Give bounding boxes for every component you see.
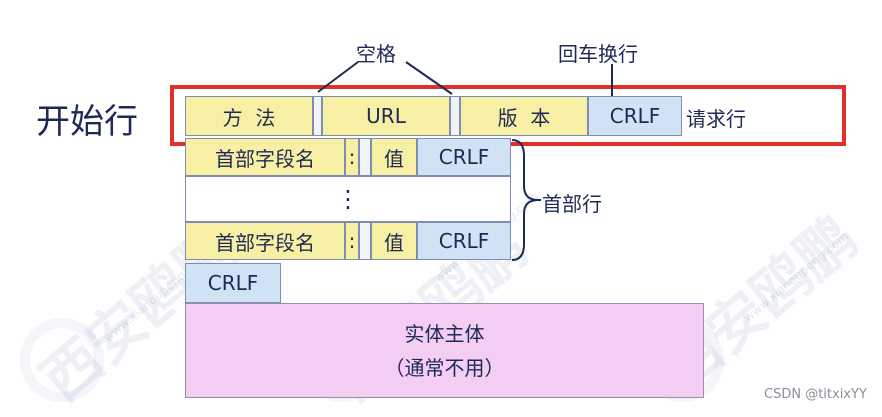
watermark-logo-1 (20, 318, 104, 402)
header-crlf-1: CRLF (417, 138, 511, 176)
header-space-1 (359, 138, 371, 176)
header-ellipsis: ⋮ (336, 185, 360, 213)
header-crlf-2: CRLF (417, 222, 511, 260)
url-cell: URL (322, 96, 450, 136)
credit-text: CSDN @titxixYY (764, 387, 867, 402)
request-line-label: 请求行 (686, 107, 746, 131)
header-colon-2: : (345, 222, 359, 260)
method-cell: 方 法 (185, 96, 313, 136)
header-value-2: 值 (371, 222, 417, 260)
header-colon-1: : (345, 138, 359, 176)
header-ellipsis-row: ⋮ (185, 176, 511, 222)
entity-body-note: （通常不用） (384, 355, 505, 380)
header-value-1: 值 (371, 138, 417, 176)
request-crlf-cell: CRLF (588, 96, 682, 136)
space-cell-1 (313, 96, 322, 136)
entity-body: 实体主体 （通常不用） (185, 303, 704, 398)
space-cell-2 (450, 96, 460, 136)
space-annotation: 空格 (356, 42, 396, 66)
header-field-name-1: 首部字段名 (185, 138, 345, 176)
entity-body-title: 实体主体 (404, 321, 485, 346)
header-lines-label: 首部行 (542, 192, 602, 216)
start-line-label: 开始行 (36, 102, 138, 142)
header-field-name-2: 首部字段名 (185, 222, 345, 260)
header-space-2 (359, 222, 371, 260)
crlf-annotation: 回车换行 (558, 42, 638, 66)
version-cell: 版 本 (460, 96, 588, 136)
blank-line-crlf: CRLF (185, 263, 281, 303)
